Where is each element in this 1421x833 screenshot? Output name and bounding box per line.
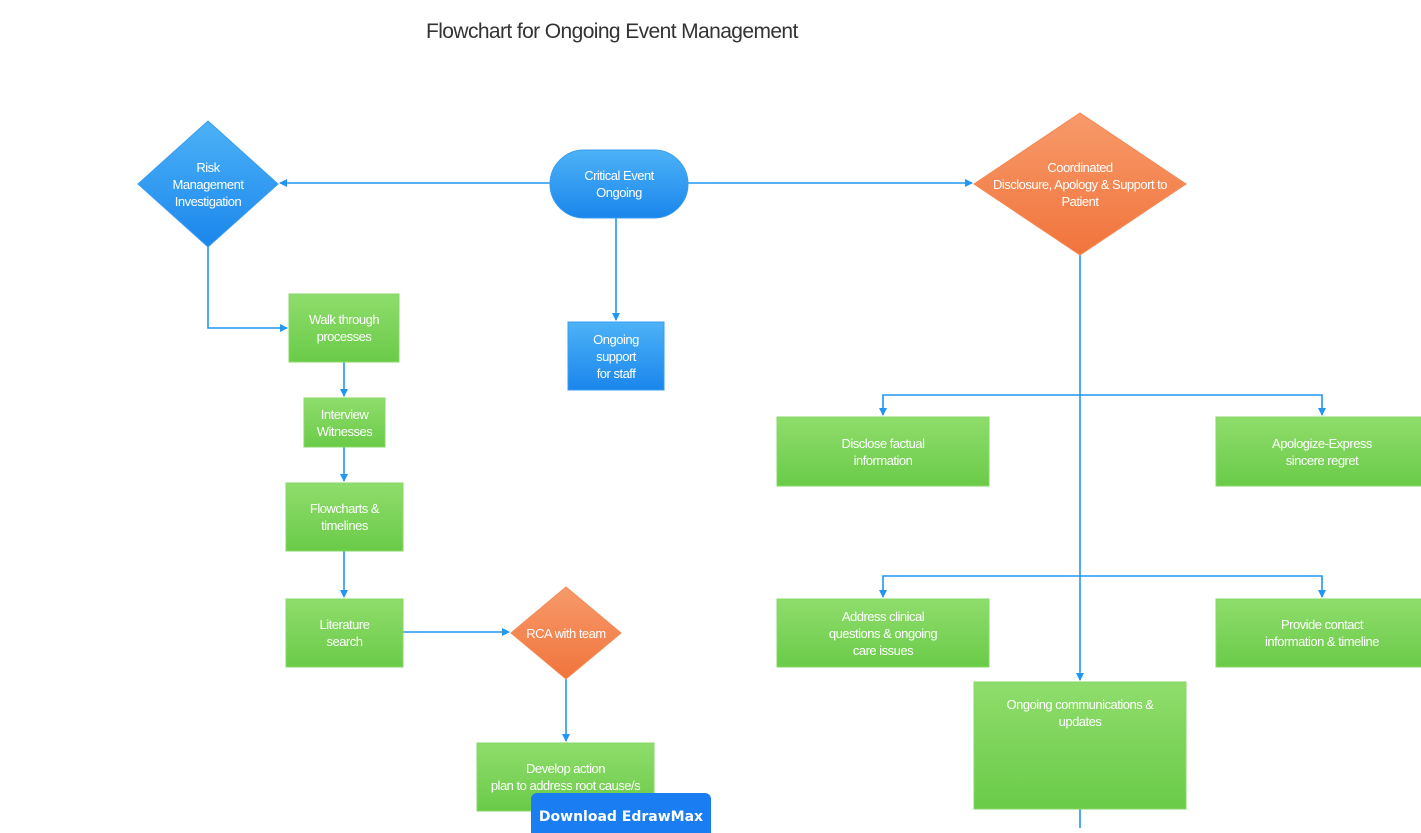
connector-coordinated-to-apologize xyxy=(1080,394,1326,416)
node-ongoing-comms-shape[interactable] xyxy=(973,681,1187,810)
connector-coordinated-to-address_clinical xyxy=(879,395,1081,598)
node-rca-shape[interactable] xyxy=(510,586,622,680)
node-critical-event-shape[interactable] xyxy=(549,149,689,219)
node-address-clinical-shape[interactable] xyxy=(776,598,990,668)
node-disclose-shape[interactable] xyxy=(776,416,990,487)
download-edrawmax-button[interactable]: Download EdrawMax xyxy=(531,793,711,833)
node-interview-shape[interactable] xyxy=(303,397,386,448)
node-risk-mgmt-shape[interactable] xyxy=(137,120,279,248)
node-apologize-shape[interactable] xyxy=(1215,416,1421,487)
connector-risk_mgmt-to-walk_through xyxy=(207,247,288,332)
node-ongoing-support-shape[interactable] xyxy=(567,321,665,391)
node-literature-shape[interactable] xyxy=(285,598,404,668)
node-coordinated-shape[interactable] xyxy=(973,112,1187,256)
connector-coordinated-to-disclose xyxy=(879,255,1081,416)
connector-coordinated-to-provide_contact xyxy=(1080,575,1326,598)
node-flowcharts-shape[interactable] xyxy=(285,482,404,552)
node-walk-through-shape[interactable] xyxy=(288,293,400,363)
node-provide-contact-shape[interactable] xyxy=(1215,598,1421,668)
page-title: Flowchart for Ongoing Event Management xyxy=(426,20,798,43)
